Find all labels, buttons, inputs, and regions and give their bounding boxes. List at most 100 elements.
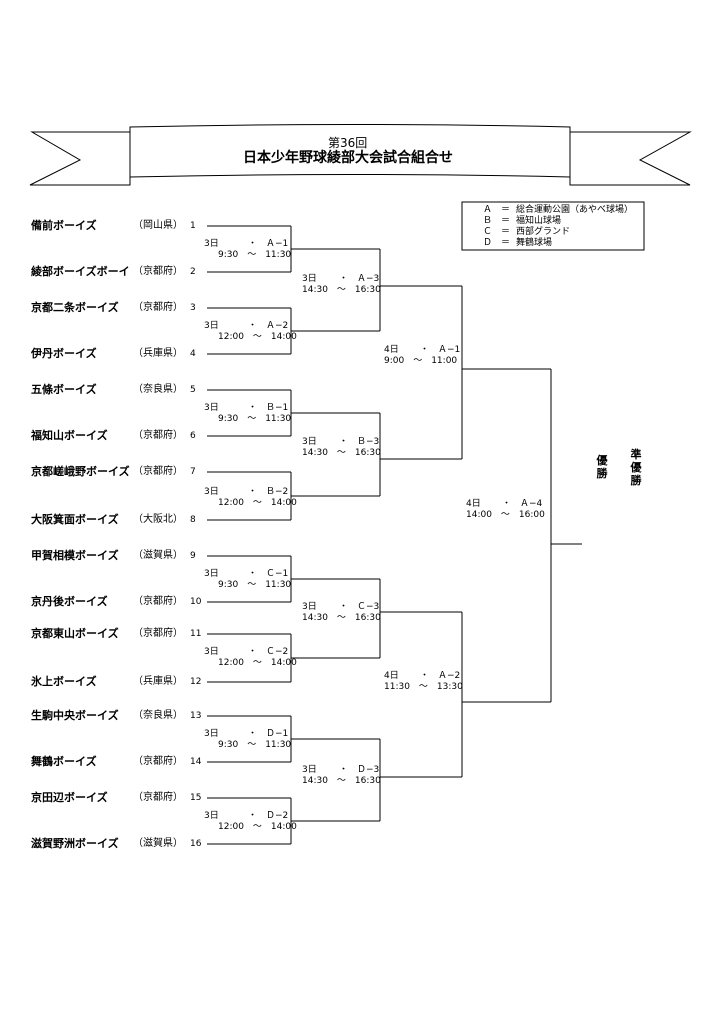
team-prefecture: （岡山県）	[133, 220, 183, 231]
legend-box	[461, 201, 645, 251]
match-code: ・ Ａ−2	[420, 671, 461, 681]
team-prefecture: （京都府）	[133, 466, 183, 477]
match-day: 4日	[384, 345, 399, 355]
team-name: 五條ボーイズ	[31, 383, 97, 396]
match-day: 3日	[204, 729, 219, 739]
team-prefecture: （京都府）	[133, 628, 183, 639]
match-day: 3日	[302, 602, 317, 612]
match-time: 9:00 〜 11:00	[384, 356, 458, 366]
match-code: ・ Ａ−1	[420, 345, 461, 355]
seed-number: 15	[190, 793, 202, 803]
match-day: 3日	[204, 403, 219, 413]
seed-number: 8	[190, 515, 196, 525]
match-time: 14:30 〜 16:30	[302, 285, 381, 295]
legend-code: Ａ ＝	[483, 205, 511, 215]
seed-number: 2	[190, 267, 196, 277]
team-name: 京都嵯峨野ボーイズ	[31, 465, 130, 478]
team-prefecture: （大阪北）	[133, 514, 183, 525]
legend-venue: 舞鶴球場	[516, 238, 553, 248]
team-name: 福知山ボーイズ	[31, 429, 108, 442]
team-name: 伊丹ボーイズ	[31, 347, 97, 360]
match-code: ・ Ａ−4	[502, 499, 543, 509]
legend-venue: 福知山球場	[516, 216, 562, 226]
match-time: 9:30 〜 11:30	[218, 250, 292, 260]
match-day: 4日	[466, 499, 481, 509]
match-code: ・ Ｃ−1	[248, 569, 289, 579]
seed-number: 1	[190, 221, 196, 231]
team-name: 京丹後ボーイズ	[31, 595, 108, 608]
match-time: 9:30 〜 11:30	[218, 414, 292, 424]
page-title: 日本少年野球綾部大会試合組合せ	[243, 150, 453, 166]
match-day: 3日	[204, 239, 219, 249]
team-name: 綾部ボーイズボーイ	[31, 265, 130, 278]
match-code: ・ Ｃ−3	[339, 602, 380, 612]
match-day: 3日	[204, 569, 219, 579]
match-day: 4日	[384, 671, 399, 681]
seed-number: 13	[190, 711, 202, 721]
seed-number: 5	[190, 385, 196, 395]
legend-venue: 総合運動公園（あやべ球場）	[516, 205, 634, 215]
team-name: 京都二条ボーイズ	[31, 301, 119, 314]
match-time: 14:30 〜 16:30	[302, 776, 381, 786]
match-code: ・ Ｄ−2	[248, 811, 289, 821]
seed-number: 4	[190, 349, 196, 359]
match-code: ・ Ｂ−2	[248, 487, 289, 497]
winner-label: 優勝	[596, 454, 608, 480]
match-day: 3日	[302, 765, 317, 775]
match-code: ・ Ｂ−3	[339, 437, 380, 447]
match-code: ・ Ｃ−2	[248, 647, 289, 657]
team-name: 滋賀野洲ボーイズ	[31, 837, 119, 850]
match-code: ・ Ａ−1	[248, 239, 289, 249]
team-prefecture: （京都府）	[133, 596, 183, 607]
team-name: 京田辺ボーイズ	[31, 791, 108, 804]
seed-number: 6	[190, 431, 196, 441]
team-prefecture: （京都府）	[133, 792, 183, 803]
legend-code: Ｃ ＝	[483, 227, 511, 237]
match-time: 11:30 〜 13:30	[384, 682, 463, 692]
team-name: 京都東山ボーイズ	[31, 627, 119, 640]
match-time: 14:30 〜 16:30	[302, 448, 381, 458]
seed-number: 10	[190, 597, 202, 607]
team-prefecture: （京都府）	[133, 756, 183, 767]
runner-up-label: 準優勝	[630, 448, 642, 487]
match-code: ・ Ｂ−1	[248, 403, 289, 413]
legend-code: Ｂ ＝	[483, 216, 511, 226]
seed-number: 9	[190, 551, 196, 561]
match-time: 14:30 〜 16:30	[302, 613, 381, 623]
match-day: 3日	[302, 274, 317, 284]
team-prefecture: （滋賀県）	[133, 838, 183, 849]
match-day: 3日	[302, 437, 317, 447]
seed-number: 3	[190, 303, 196, 313]
match-time: 12:00 〜 14:00	[218, 658, 297, 668]
match-code: ・ Ｄ−1	[248, 729, 289, 739]
match-day: 3日	[204, 321, 219, 331]
team-name: 生駒中央ボーイズ	[31, 709, 119, 722]
team-prefecture: （兵庫県）	[133, 676, 183, 687]
team-prefecture: （兵庫県）	[133, 348, 183, 359]
team-name: 舞鶴ボーイズ	[31, 755, 97, 768]
match-time: 12:00 〜 14:00	[218, 332, 297, 342]
match-time: 12:00 〜 14:00	[218, 498, 297, 508]
team-name: 氷上ボーイズ	[31, 675, 97, 688]
edition-title: 第36回	[328, 136, 368, 150]
match-time: 12:00 〜 14:00	[218, 822, 297, 832]
match-code: ・ Ｄ−3	[339, 765, 380, 775]
seed-number: 11	[190, 629, 202, 639]
team-name: 備前ボーイズ	[31, 219, 97, 232]
team-prefecture: （滋賀県）	[133, 550, 183, 561]
seed-number: 14	[190, 757, 202, 767]
team-name: 大阪箕面ボーイズ	[31, 513, 119, 526]
legend-venue: 西部グランド	[516, 227, 571, 237]
legend-code: Ｄ ＝	[483, 238, 511, 248]
team-prefecture: （奈良県）	[133, 384, 183, 395]
match-day: 3日	[204, 811, 219, 821]
team-prefecture: （京都府）	[133, 430, 183, 441]
match-time: 9:30 〜 11:30	[218, 740, 292, 750]
team-prefecture: （奈良県）	[133, 710, 183, 721]
match-time: 14:00 〜 16:00	[466, 510, 545, 520]
team-name: 甲賀相模ボーイズ	[31, 549, 119, 562]
match-code: ・ Ａ−3	[339, 274, 380, 284]
team-prefecture: （京都府）	[133, 302, 183, 313]
